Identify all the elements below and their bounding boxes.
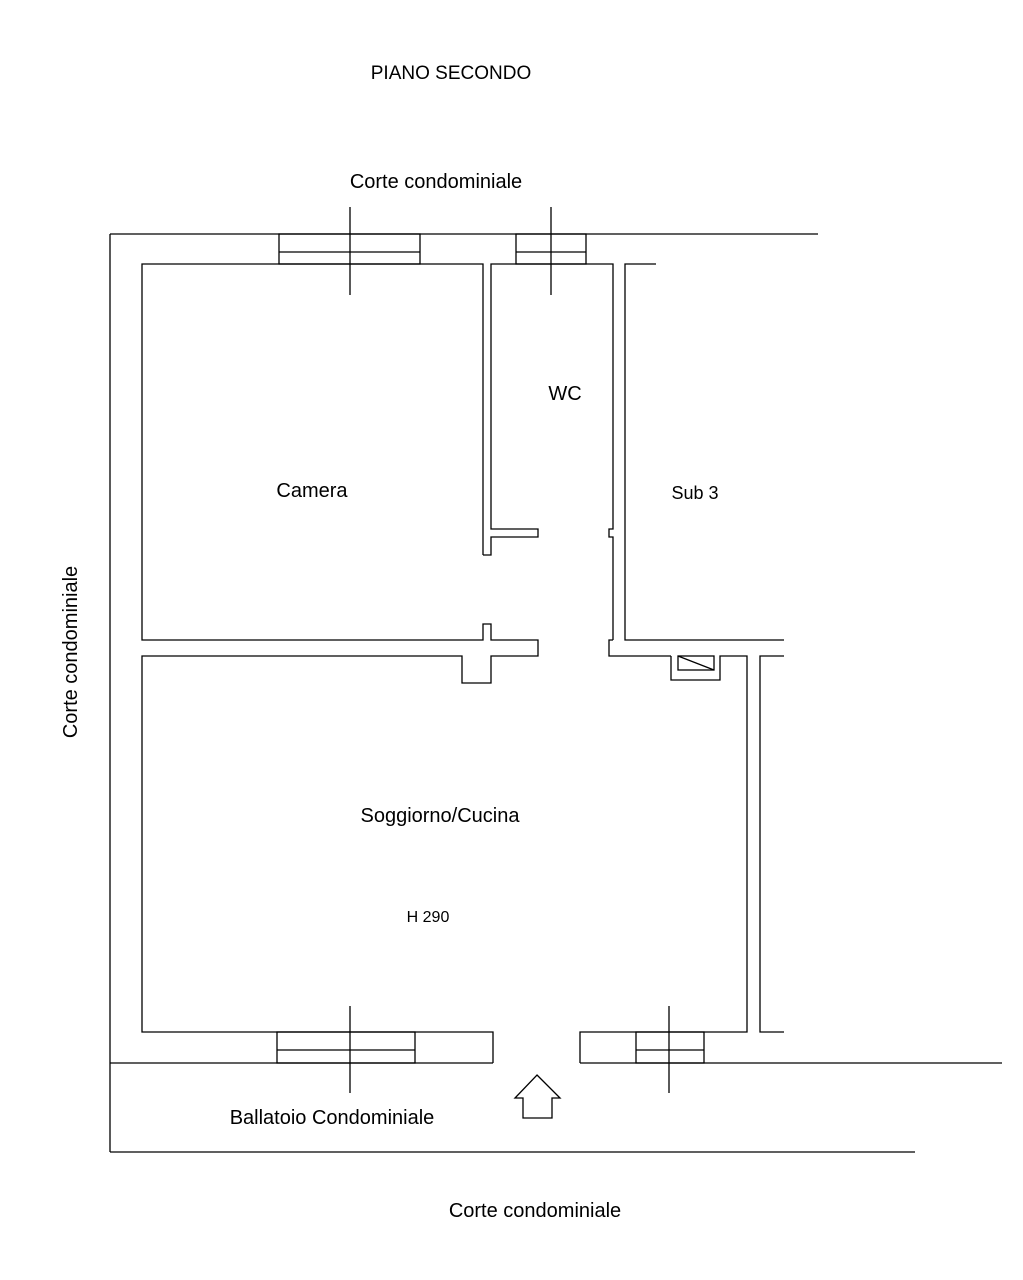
label-sub3: Sub 3 — [671, 483, 718, 503]
wc-bottom-wall — [608, 639, 671, 657]
label-soggiorno: Soggiorno/Cucina — [361, 805, 521, 827]
flue-block — [579, 655, 748, 1063]
label-left-court: Corte condominiale — [60, 566, 82, 738]
sub3-lower-wall — [759, 655, 784, 1033]
label-wc: WC — [548, 383, 581, 405]
flue-duct — [677, 655, 715, 671]
label-height: H 290 — [407, 909, 450, 926]
window-camera — [278, 207, 421, 295]
plan-title: PIANO SECONDO — [371, 63, 531, 84]
arrow-up-icon — [513, 1074, 562, 1119]
label-bottom-court: Corte condominiale — [449, 1200, 621, 1222]
window-wc — [515, 207, 587, 295]
camera-room-walls — [141, 263, 539, 1063]
label-ballatoio: Ballatoio Condominiale — [230, 1107, 435, 1129]
label-camera: Camera — [276, 480, 348, 502]
window-soggiorno-right — [635, 1006, 705, 1093]
label-top-court: Corte condominiale — [350, 171, 522, 193]
wc-left-wall — [483, 263, 614, 640]
window-soggiorno-left — [276, 1006, 416, 1093]
outer-boundary — [109, 233, 1002, 1153]
sub3-walls — [624, 263, 784, 641]
